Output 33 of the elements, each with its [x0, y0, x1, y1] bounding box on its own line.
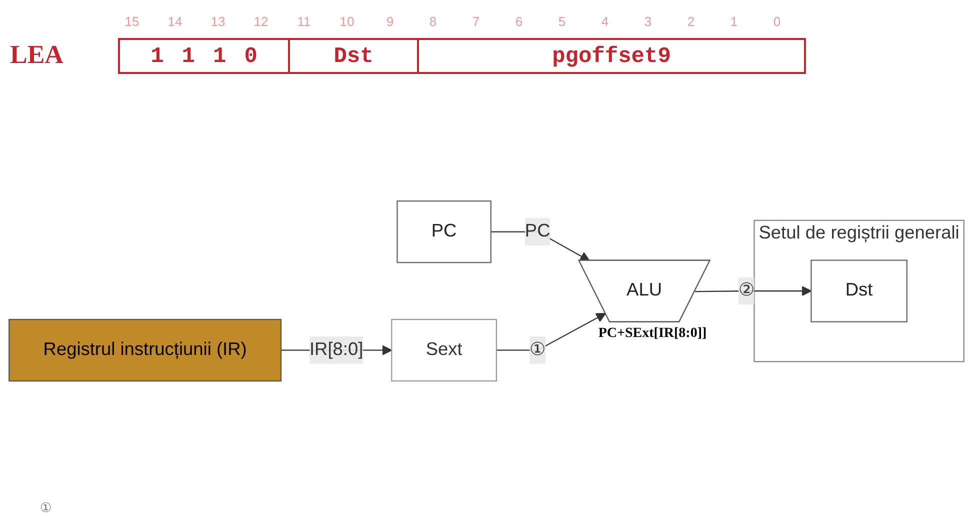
edge-label: IR[8:0] [309, 340, 364, 360]
bit-number: 8 [428, 14, 438, 29]
output-label: PC+SExt[IR[8:0]] [598, 326, 707, 342]
bit-number: 4 [600, 14, 610, 29]
node-box: Registrul instrucțiunii (IR) [8, 318, 282, 382]
instruction-name: LEA [10, 40, 64, 70]
edge-label: PC [524, 222, 550, 241]
node-box: Sext [391, 318, 498, 382]
step-number: ① [40, 500, 52, 515]
node-box: PC [396, 200, 492, 264]
bit-number: 2 [686, 14, 696, 29]
opcode-bit: 1 [150, 44, 164, 68]
opcode-bit: 0 [244, 44, 258, 68]
bit-number: 14 [166, 14, 184, 29]
bit-number: 5 [557, 14, 567, 29]
bit-number: 1 [729, 14, 739, 29]
bit-number: 0 [772, 14, 782, 29]
bit-number: 6 [514, 14, 524, 29]
node-box: Dst [810, 260, 908, 322]
opcode-bit: 1 [182, 44, 195, 68]
bit-number: 13 [210, 14, 226, 29]
opcode-bit: 1 [213, 44, 226, 68]
bit-number: 3 [643, 14, 653, 29]
offset-field: pgoffset9 [417, 38, 806, 74]
bit-number: 12 [252, 14, 270, 29]
edge-label: ① [530, 340, 546, 360]
register-field: Dst [288, 38, 419, 74]
bit-number: 7 [471, 14, 481, 29]
bit-number: 11 [296, 14, 312, 29]
bit-number: 10 [338, 14, 356, 29]
edge-label: ② [738, 280, 754, 300]
bit-number: 15 [124, 14, 140, 29]
bit-number: 9 [385, 14, 395, 29]
